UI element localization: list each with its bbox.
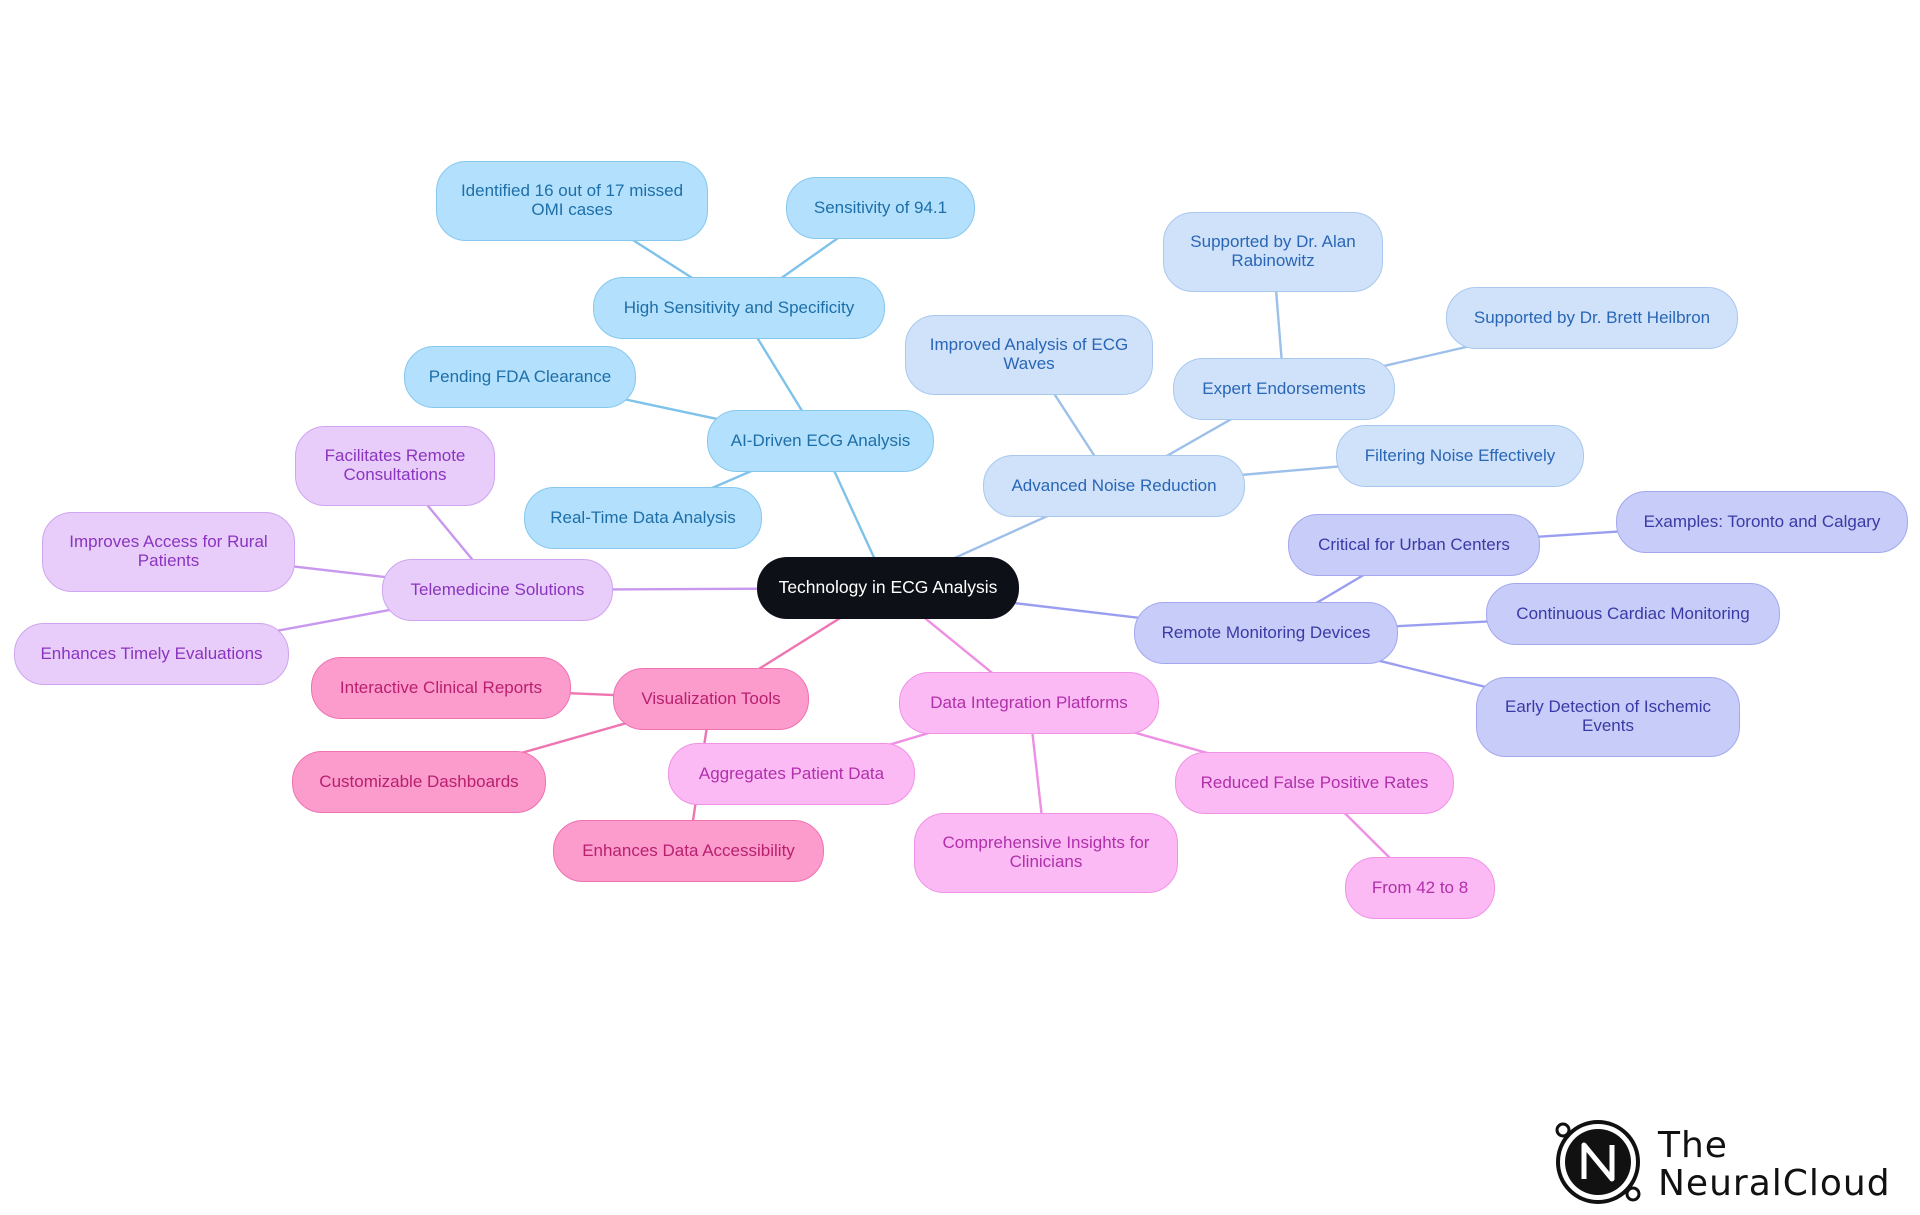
node-rm-cont: Continuous Cardiac Monitoring bbox=[1486, 583, 1780, 645]
node-label: Aggregates Patient Data bbox=[698, 763, 885, 783]
node-label: Expert Endorsements bbox=[1202, 378, 1366, 398]
node-label: Enhances Timely Evaluations bbox=[40, 643, 263, 663]
node-label: Pending FDA Clearance bbox=[428, 366, 612, 386]
node-vt-int: Interactive Clinical Reports bbox=[311, 657, 571, 719]
logo-line-1: The bbox=[1658, 1125, 1728, 1166]
node-label: Critical for Urban Centers bbox=[1318, 534, 1510, 554]
node-label: Supported by Dr. Brett Heilbron bbox=[1473, 307, 1711, 327]
node-label: High Sensitivity and Specificity bbox=[623, 297, 855, 317]
node-vt-acc: Enhances Data Accessibility bbox=[553, 820, 824, 882]
node-label: Technology in ECG Analysis bbox=[778, 577, 998, 598]
node-nr-exp2: Supported by Dr. Brett Heilbron bbox=[1446, 287, 1738, 349]
node-label: Enhances Data Accessibility bbox=[582, 840, 795, 860]
node-label: Telemedicine Solutions bbox=[410, 579, 585, 599]
node-label: Customizable Dashboards bbox=[319, 771, 519, 791]
node-label: Identified 16 out of 17 missed OMI cases bbox=[460, 181, 684, 219]
node-label: Improves Access for Rural Patients bbox=[69, 532, 268, 570]
node-label: Improved Analysis of ECG Waves bbox=[929, 335, 1129, 373]
node-vt-cust: Customizable Dashboards bbox=[292, 751, 546, 813]
node-label: Continuous Cardiac Monitoring bbox=[1516, 603, 1750, 623]
node-label: Early Detection of Ischemic Events bbox=[1505, 697, 1711, 735]
node-nr: Advanced Noise Reduction bbox=[983, 455, 1245, 517]
node-label: Real-Time Data Analysis bbox=[550, 507, 736, 527]
neuralcloud-logo-icon bbox=[1555, 1120, 1641, 1204]
node-ai: AI-Driven ECG Analysis bbox=[707, 410, 934, 472]
node-di-comp: Comprehensive Insights for Clinicians bbox=[914, 813, 1178, 893]
node-tm-rem: Facilitates Remote Consultations bbox=[295, 426, 495, 506]
node-label: Advanced Noise Reduction bbox=[1011, 475, 1217, 495]
node-label: AI-Driven ECG Analysis bbox=[730, 430, 911, 450]
node-label: Visualization Tools bbox=[641, 688, 781, 708]
node-rm-urb1: Examples: Toronto and Calgary bbox=[1616, 491, 1908, 553]
node-rm: Remote Monitoring Devices bbox=[1134, 602, 1398, 664]
node-ai-hs1: Identified 16 out of 17 missed OMI cases bbox=[436, 161, 708, 241]
node-ai-fda: Pending FDA Clearance bbox=[404, 346, 636, 408]
node-tm-timely: Enhances Timely Evaluations bbox=[14, 623, 289, 685]
node-rm-urb: Critical for Urban Centers bbox=[1288, 514, 1540, 576]
node-root: Technology in ECG Analysis bbox=[757, 557, 1019, 619]
node-di: Data Integration Platforms bbox=[899, 672, 1159, 734]
node-label: Reduced False Positive Rates bbox=[1200, 772, 1429, 792]
node-vt: Visualization Tools bbox=[613, 668, 809, 730]
node-label: Facilitates Remote Consultations bbox=[324, 446, 466, 484]
node-label: Comprehensive Insights for Clinicians bbox=[942, 833, 1150, 871]
node-label: Examples: Toronto and Calgary bbox=[1643, 511, 1881, 531]
node-tm-rural: Improves Access for Rural Patients bbox=[42, 512, 295, 592]
node-nr-exp: Expert Endorsements bbox=[1173, 358, 1395, 420]
logo-line-2: NeuralCloud bbox=[1658, 1163, 1891, 1204]
node-tm: Telemedicine Solutions bbox=[382, 559, 613, 621]
node-di-agg: Aggregates Patient Data bbox=[668, 743, 915, 805]
node-ai-hs: High Sensitivity and Specificity bbox=[593, 277, 885, 339]
node-di-fp: Reduced False Positive Rates bbox=[1175, 752, 1454, 814]
node-ai-rt: Real-Time Data Analysis bbox=[524, 487, 762, 549]
node-nr-exp1: Supported by Dr. Alan Rabinowitz bbox=[1163, 212, 1383, 292]
node-label: Data Integration Platforms bbox=[930, 692, 1128, 712]
node-nr-imp: Improved Analysis of ECG Waves bbox=[905, 315, 1153, 395]
node-di-fp1: From 42 to 8 bbox=[1345, 857, 1495, 919]
node-label: Supported by Dr. Alan Rabinowitz bbox=[1190, 232, 1356, 270]
node-label: Sensitivity of 94.1 bbox=[813, 197, 948, 217]
node-label: From 42 to 8 bbox=[1371, 877, 1469, 897]
neuralcloud-logo: The NeuralCloud bbox=[1553, 1117, 1890, 1207]
node-nr-filt: Filtering Noise Effectively bbox=[1336, 425, 1584, 487]
node-label: Remote Monitoring Devices bbox=[1161, 622, 1371, 642]
node-label: Filtering Noise Effectively bbox=[1364, 445, 1556, 465]
node-label: Interactive Clinical Reports bbox=[339, 677, 543, 697]
node-ai-hs2: Sensitivity of 94.1 bbox=[786, 177, 975, 239]
node-rm-early: Early Detection of Ischemic Events bbox=[1476, 677, 1740, 757]
logo-wordmark: The NeuralCloud bbox=[1658, 1127, 1891, 1203]
